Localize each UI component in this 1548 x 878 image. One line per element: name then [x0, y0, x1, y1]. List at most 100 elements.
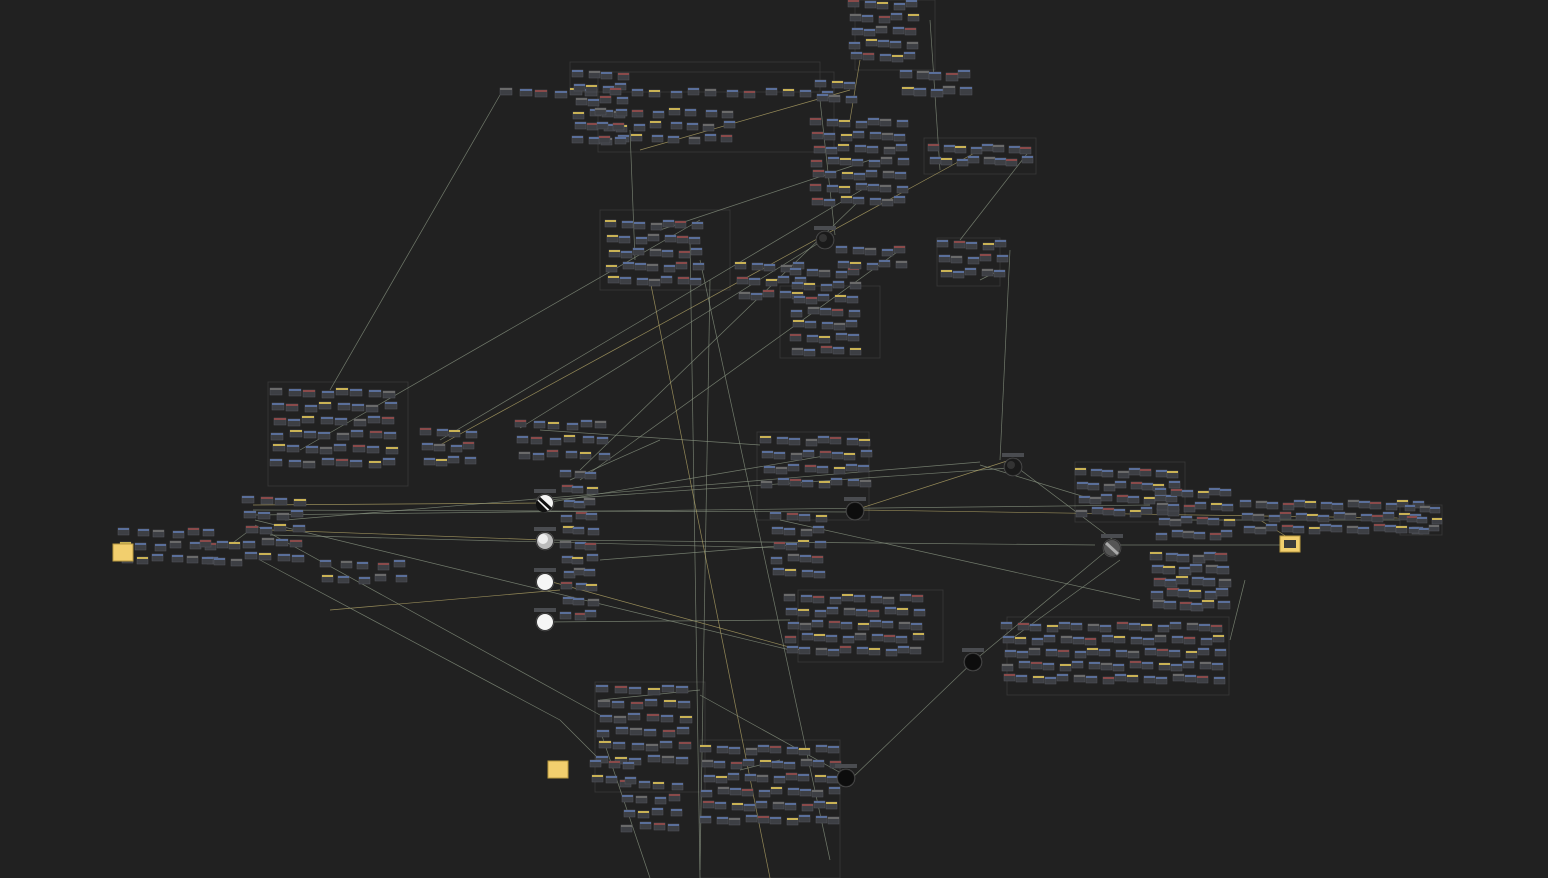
graph-node[interactable]: [559, 540, 572, 549]
graph-node[interactable]: [1369, 501, 1382, 510]
graph-node[interactable]: [365, 404, 379, 413]
graph-node[interactable]: [1268, 514, 1281, 523]
graph-node[interactable]: [519, 88, 533, 97]
graph-node[interactable]: [270, 432, 284, 441]
graph-node[interactable]: [671, 782, 684, 791]
graph-node[interactable]: [811, 197, 824, 206]
graph-node[interactable]: [336, 432, 350, 441]
graph-node[interactable]: [274, 497, 288, 506]
graph-node[interactable]: [561, 555, 574, 564]
graph-node[interactable]: [814, 609, 827, 618]
graph-node[interactable]: [1005, 158, 1018, 167]
graph-node[interactable]: [186, 555, 199, 564]
graph-node[interactable]: [596, 729, 610, 738]
graph-node[interactable]: [801, 803, 814, 812]
graph-node[interactable]: [813, 145, 826, 154]
graph-node[interactable]: [628, 686, 642, 695]
graph-node[interactable]: [574, 541, 587, 550]
graph-node[interactable]: [1003, 673, 1016, 682]
graph-node[interactable]: [881, 132, 894, 141]
graph-node[interactable]: [863, 28, 876, 37]
graph-node[interactable]: [828, 620, 841, 629]
graph-node[interactable]: [675, 261, 688, 270]
graph-node[interactable]: [385, 446, 399, 455]
graph-node[interactable]: [970, 146, 983, 155]
graph-node[interactable]: [605, 264, 618, 273]
graph-node[interactable]: [1412, 500, 1425, 509]
graph-node[interactable]: [882, 596, 895, 605]
graph-node[interactable]: [815, 647, 828, 656]
graph-node[interactable]: [1292, 525, 1305, 534]
graph-node[interactable]: [1416, 516, 1428, 524]
graph-node[interactable]: [659, 740, 673, 749]
graph-node[interactable]: [981, 143, 994, 152]
graph-node[interactable]: [661, 684, 675, 693]
graph-node[interactable]: [965, 241, 978, 250]
graph-node[interactable]: [257, 511, 271, 520]
graph-node[interactable]: [1180, 515, 1193, 524]
graph-node[interactable]: [798, 513, 811, 522]
graph-node[interactable]: [631, 742, 645, 751]
graph-node[interactable]: [242, 540, 256, 549]
graph-node[interactable]: [1183, 636, 1196, 645]
graph-node[interactable]: [1042, 662, 1055, 671]
graph-node[interactable]: [243, 510, 257, 519]
graph-node[interactable]: [1384, 524, 1397, 533]
graph-node[interactable]: [1014, 636, 1027, 645]
graph-node[interactable]: [608, 249, 621, 258]
graph-node[interactable]: [244, 551, 258, 560]
graph-node[interactable]: [1112, 663, 1125, 672]
graph-node[interactable]: [566, 422, 579, 431]
graph-node[interactable]: [842, 635, 855, 644]
graph-node[interactable]: [798, 814, 811, 823]
graph-node[interactable]: [876, 1, 889, 10]
graph-node[interactable]: [1198, 623, 1211, 632]
graph-node[interactable]: [607, 275, 620, 284]
graph-node[interactable]: [677, 276, 690, 285]
graph-node[interactable]: [532, 452, 545, 461]
graph-node[interactable]: [772, 801, 785, 810]
graph-node[interactable]: [653, 822, 666, 831]
graph-node[interactable]: [1155, 469, 1168, 478]
graph-node[interactable]: [911, 594, 924, 603]
graph-node[interactable]: [817, 293, 830, 302]
graph-node[interactable]: [627, 712, 641, 721]
graph-node[interactable]: [770, 786, 783, 795]
graph-node[interactable]: [1087, 623, 1100, 632]
graph-node[interactable]: [814, 774, 827, 783]
graph-node[interactable]: [450, 444, 463, 453]
graph-node[interactable]: [1266, 501, 1279, 510]
graph-node[interactable]: [606, 234, 619, 243]
graph-node[interactable]: [1074, 467, 1087, 476]
graph-node[interactable]: [743, 803, 756, 812]
graph-node[interactable]: [865, 169, 878, 178]
graph-node[interactable]: [1043, 634, 1056, 643]
graph-node[interactable]: [1255, 500, 1268, 509]
graph-node[interactable]: [870, 595, 883, 604]
graph-node[interactable]: [1190, 602, 1204, 612]
graph-node[interactable]: [906, 41, 919, 50]
graph-node[interactable]: [909, 646, 922, 655]
graph-node[interactable]: [368, 460, 382, 469]
graph-node[interactable]: [117, 527, 130, 536]
graph-node[interactable]: [869, 197, 882, 206]
graph-node[interactable]: [367, 415, 381, 424]
graph-node[interactable]: [514, 419, 527, 428]
graph-node[interactable]: [840, 133, 853, 142]
graph-node[interactable]: [723, 120, 736, 129]
graph-node[interactable]: [648, 89, 661, 98]
graph-node[interactable]: [303, 430, 317, 439]
graph-node[interactable]: [1189, 563, 1203, 573]
graph-node[interactable]: [953, 240, 966, 249]
graph-node[interactable]: [560, 514, 573, 523]
graph-node[interactable]: [1419, 505, 1431, 513]
graph-node[interactable]: [813, 633, 826, 642]
graph-node[interactable]: [664, 234, 677, 243]
graph-node[interactable]: [612, 122, 625, 131]
graph-node[interactable]: [838, 185, 851, 194]
graph-node[interactable]: [779, 290, 792, 299]
graph-node[interactable]: [559, 611, 572, 620]
graph-node[interactable]: [839, 157, 852, 166]
graph-node[interactable]: [800, 594, 813, 603]
graph-node[interactable]: [1169, 621, 1182, 630]
